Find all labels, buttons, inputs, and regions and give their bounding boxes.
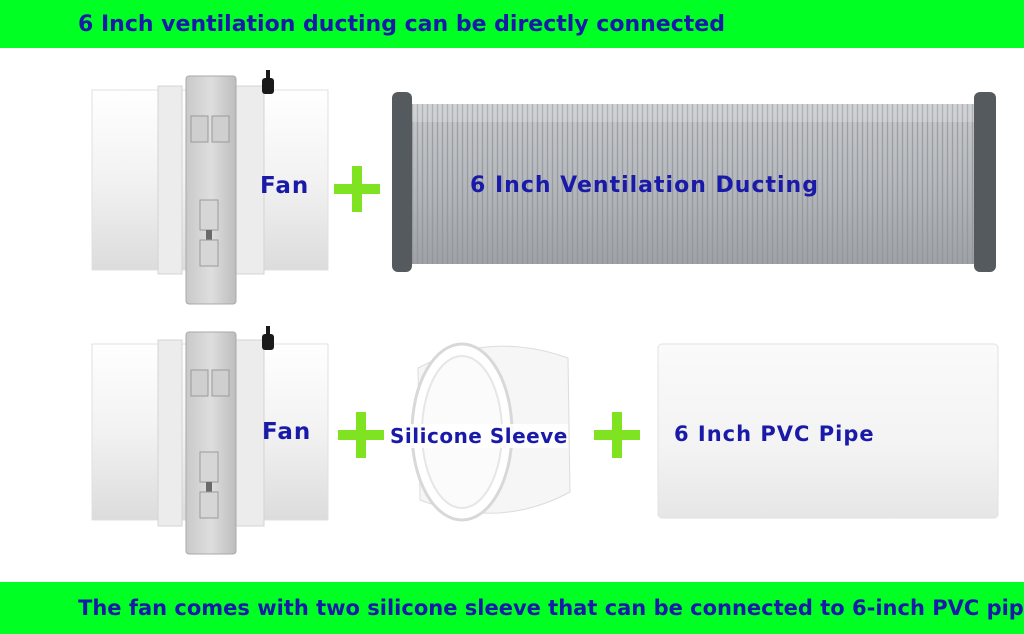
bottom-banner-text: The fan comes with two silicone sleeve t… <box>78 596 1024 620</box>
plus-icon <box>334 166 380 212</box>
fan-image-row1 <box>91 70 329 305</box>
top-banner: 6 Inch ventilation ducting can be direct… <box>0 0 1024 48</box>
plus-icon <box>338 412 384 458</box>
bottom-banner: The fan comes with two silicone sleeve t… <box>0 582 1024 634</box>
duct-label: 6 Inch Ventilation Ducting <box>470 173 819 198</box>
plus-icon <box>594 412 640 458</box>
fan-image-row2 <box>91 326 329 555</box>
fan-label-row2: Fan <box>262 419 312 445</box>
sleeve-label: Silicone Sleeve <box>390 424 568 448</box>
pvc-pipe-label: 6 Inch PVC Pipe <box>674 422 875 446</box>
top-banner-text: 6 Inch ventilation ducting can be direct… <box>78 11 725 37</box>
pvc-pipe-image <box>657 343 999 519</box>
ventilation-duct-image <box>392 92 996 272</box>
fan-label-row1: Fan <box>260 173 310 199</box>
